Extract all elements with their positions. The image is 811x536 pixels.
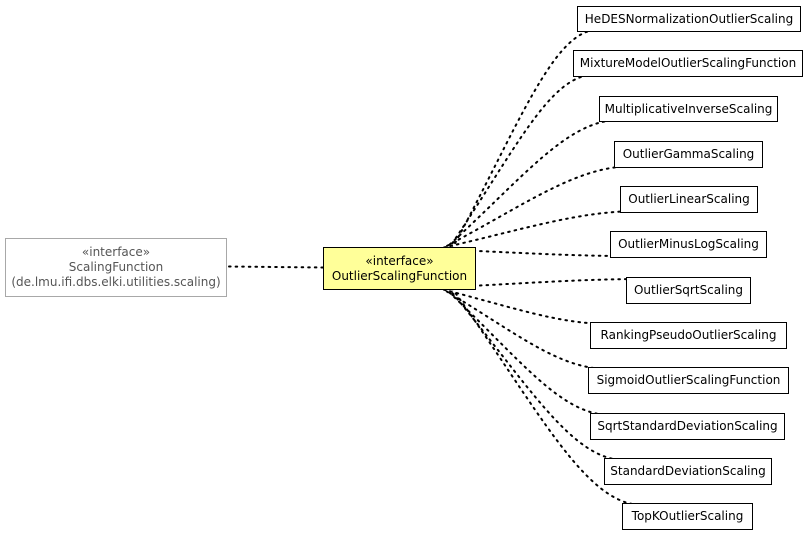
impl-node-multiplicative-inverse-scaling[interactable]: MultiplicativeInverseScaling [599,96,778,122]
impl-node-outlier-gamma-scaling-edge [440,165,635,250]
impl-node-label: OutlierMinusLogScaling [618,237,759,251]
scaling-function-package: (de.lmu.ifi.dbs.elki.utilities.scaling) [11,275,221,289]
outlier-scaling-function-node[interactable]: «interface» OutlierScalingFunction [323,247,476,290]
scaling-function-name: ScalingFunction [68,260,164,274]
impl-node-outlier-linear-scaling[interactable]: OutlierLinearScaling [620,186,758,213]
scaling-function-node[interactable]: «interface» ScalingFunction (de.lmu.ifi.… [5,238,227,297]
impl-node-standard-deviation-scaling[interactable]: StandardDeviationScaling [604,458,772,485]
impl-node-sigmoid-outlier-scaling-function-edge [439,287,609,370]
impl-node-label: SqrtStandardDeviationScaling [597,419,778,433]
outlier-scaling-function-name: OutlierScalingFunction [331,268,468,283]
impl-node-topk-outlier-scaling-edge [450,287,643,506]
impl-node-label: TopKOutlierScaling [631,509,744,523]
impl-node-topk-outlier-scaling[interactable]: TopKOutlierScaling [622,503,753,530]
impl-node-sqrt-standard-deviation-scaling-edge [443,287,611,416]
impl-node-mixture-model-outlier-scaling-function-edge [447,74,594,250]
impl-node-label: OutlierLinearScaling [628,192,750,206]
impl-node-outlier-sqrt-scaling[interactable]: OutlierSqrtScaling [626,277,751,304]
impl-node-ranking-pseudo-outlier-scaling[interactable]: RankingPseudoOutlierScaling [590,322,787,349]
impl-node-hedes-normalization-outlier-scaling-edge [450,29,598,250]
impl-node-multiplicative-inverse-scaling-edge [443,119,620,250]
impl-node-sigmoid-outlier-scaling-function[interactable]: SigmoidOutlierScalingFunction [588,367,789,394]
impl-node-label: SigmoidOutlierScalingFunction [596,373,781,387]
outlier-scaling-function-stereotype: «interface» [365,253,434,268]
impl-node-outlier-gamma-scaling[interactable]: OutlierGammaScaling [614,141,763,168]
focus-to-root-edge [227,265,324,269]
impl-node-hedes-normalization-outlier-scaling[interactable]: HeDESNormalizationOutlierScaling [577,6,801,32]
scaling-function-stereotype: «interface» [81,245,151,259]
impl-node-mixture-model-outlier-scaling-function[interactable]: MixtureModelOutlierScalingFunction [573,50,803,77]
impl-node-sqrt-standard-deviation-scaling[interactable]: SqrtStandardDeviationScaling [590,413,785,440]
impl-node-label: MultiplicativeInverseScaling [604,101,773,116]
impl-node-label: RankingPseudoOutlierScaling [600,328,777,342]
impl-node-label: HeDESNormalizationOutlierScaling [584,11,794,26]
impl-node-standard-deviation-scaling-edge [447,287,625,461]
impl-node-label: StandardDeviationScaling [610,464,766,478]
impl-node-label: OutlierSqrtScaling [633,283,744,297]
impl-node-outlier-minus-log-scaling[interactable]: OutlierMinusLogScaling [610,231,767,258]
impl-node-label: MixtureModelOutlierScalingFunction [579,56,797,70]
impl-node-outlier-linear-scaling-edge [436,210,641,250]
impl-node-label: OutlierGammaScaling [622,147,755,161]
